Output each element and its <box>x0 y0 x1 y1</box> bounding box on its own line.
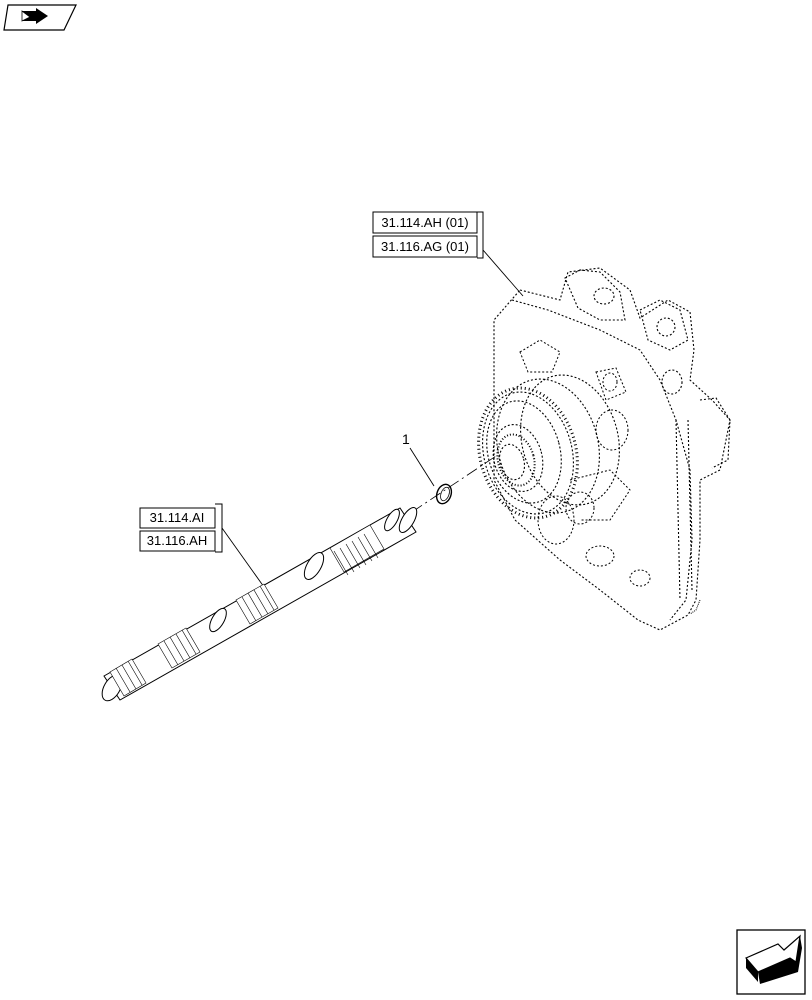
housing-ref-2[interactable]: 31.116.AG (01) <box>381 239 469 254</box>
callout-item-1[interactable]: 1 <box>402 431 410 447</box>
assembly-axis-line <box>411 455 497 513</box>
snap-ring-part <box>435 483 453 505</box>
gearbox-housing-part <box>493 267 731 631</box>
shaft-spline-section <box>329 524 385 576</box>
shaft-ref-1[interactable]: 31.114.AI <box>150 510 205 525</box>
arrow-right-icon <box>745 934 802 984</box>
housing-internal-details <box>519 339 701 615</box>
nav-prev-button[interactable] <box>3 4 77 31</box>
clutch-drum-part <box>477 374 620 520</box>
arrow-left-icon <box>21 8 48 24</box>
shaft-spline-section <box>157 627 201 669</box>
housing-ref-1[interactable]: 31.114.AH (01) <box>381 215 468 230</box>
shaft-ref-2[interactable]: 31.116.AH <box>147 533 207 548</box>
nav-next-button[interactable] <box>736 929 806 995</box>
shaft-part <box>101 507 418 702</box>
housing-reference-group: 31.114.AH (01) 31.116.AG (01) <box>372 211 524 297</box>
shaft-spline-section <box>235 583 279 625</box>
callout-item-1-leader <box>409 447 435 487</box>
shaft-spline-section <box>109 658 147 697</box>
shaft-reference-group: 31.114.AI 31.116.AH <box>139 503 265 588</box>
